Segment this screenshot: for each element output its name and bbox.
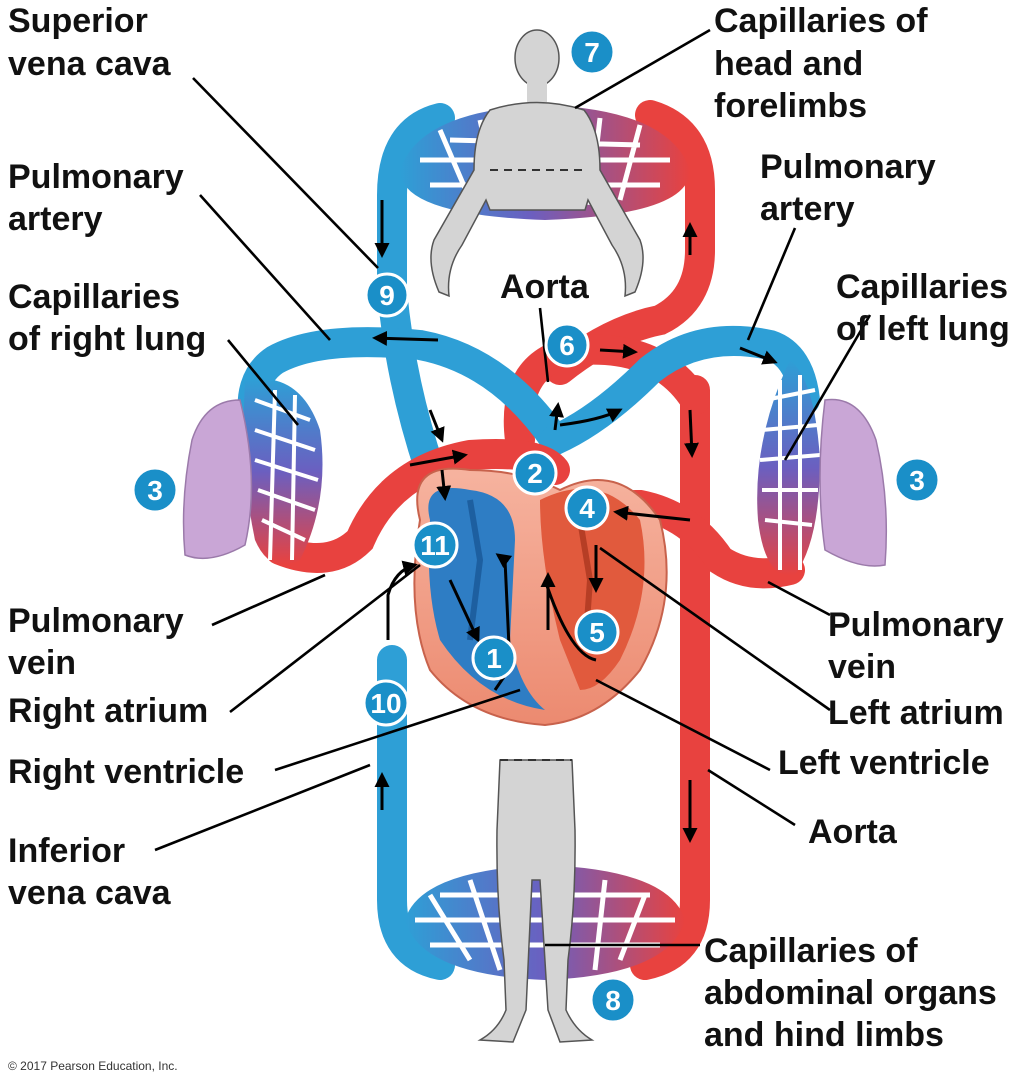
svg-text:1: 1 <box>486 643 502 674</box>
descending-aorta-vessel <box>630 375 710 980</box>
label-right-ventricle: Right ventricle <box>8 753 244 791</box>
label-capillaries-abdominal-line1: Capillaries of <box>704 932 918 970</box>
heart <box>413 467 668 727</box>
label-pulmonary-artery-left-line1: Pulmonary <box>8 158 184 196</box>
right-lung <box>182 399 253 560</box>
step-badge-11: 11 <box>411 521 459 569</box>
step-badge-6: 6 <box>544 322 590 368</box>
step-badge-8: 8 <box>589 976 637 1024</box>
svg-text:7: 7 <box>584 37 600 68</box>
svg-text:9: 9 <box>379 280 395 311</box>
svg-text:3: 3 <box>909 465 925 496</box>
svg-text:10: 10 <box>370 688 401 719</box>
inferior-vena-cava-vessel <box>377 645 455 980</box>
label-left-atrium: Left atrium <box>828 694 1004 732</box>
label-pulmonary-vein-left-line1: Pulmonary <box>8 602 184 640</box>
step-badge-10: 10 <box>362 679 410 727</box>
left-lung-capillary-bed <box>757 360 821 576</box>
svg-text:2: 2 <box>527 458 543 489</box>
label-aorta-top: Aorta <box>500 268 590 306</box>
label-aorta-bottom: Aorta <box>808 813 898 851</box>
step-badge-7: 7 <box>568 28 616 76</box>
label-pulmonary-vein-left-line2: vein <box>8 644 76 682</box>
copyright-notice: © 2017 Pearson Education, Inc. <box>8 1059 178 1073</box>
label-left-ventricle: Left ventricle <box>778 744 990 782</box>
svg-text:11: 11 <box>420 530 450 561</box>
label-capillaries-abdominal-line3: and hind limbs <box>704 1016 944 1054</box>
svg-text:3: 3 <box>147 475 163 506</box>
step-badge-3-left-lung: 3 <box>893 456 941 504</box>
step-badge-5: 5 <box>574 609 620 655</box>
superior-vena-cava-vessel <box>377 103 455 305</box>
label-pulmonary-vein-right-line2: vein <box>828 648 896 686</box>
step-badge-4: 4 <box>564 485 610 531</box>
label-right-atrium: Right atrium <box>8 692 208 730</box>
label-capillaries-head-line1: Capillaries of <box>714 2 928 40</box>
step-badge-3-right-lung: 3 <box>131 466 179 514</box>
label-pulmonary-artery-right-line2: artery <box>760 190 855 228</box>
label-pulmonary-artery-right-line1: Pulmonary <box>760 148 936 186</box>
step-badge-1: 1 <box>471 635 517 681</box>
superior-vena-cava-to-heart <box>377 275 445 485</box>
label-superior-vena-cava-line2: vena cava <box>8 45 172 83</box>
right-lung-capillary-bed <box>243 378 323 565</box>
label-capillaries-head-line3: forelimbs <box>714 87 867 125</box>
label-capillaries-right-lung-line2: of right lung <box>8 320 206 358</box>
label-superior-vena-cava-line1: Superior <box>8 2 148 40</box>
label-capillaries-head-line2: head and <box>714 45 863 83</box>
pulmonary-artery-left-vessel <box>540 325 820 455</box>
label-capillaries-left-lung-line1: Capillaries <box>836 268 1008 306</box>
label-pulmonary-vein-right-line1: Pulmonary <box>828 606 1004 644</box>
step-badge-9: 9 <box>364 272 410 318</box>
label-inferior-vena-cava-line1: Inferior <box>8 832 125 870</box>
label-capillaries-left-lung-line2: of left lung <box>836 310 1010 348</box>
svg-text:4: 4 <box>579 493 595 524</box>
label-pulmonary-artery-left-line2: artery <box>8 200 103 238</box>
label-capillaries-abdominal-line2: abdominal organs <box>704 974 997 1012</box>
svg-text:5: 5 <box>589 617 605 648</box>
lower-body-figure <box>477 759 595 1043</box>
step-badge-2: 2 <box>512 450 558 496</box>
leader-lines <box>154 28 872 947</box>
svg-text:8: 8 <box>605 985 621 1016</box>
left-lung <box>819 398 888 567</box>
svg-text:6: 6 <box>559 330 575 361</box>
label-capillaries-right-lung-line1: Capillaries <box>8 278 180 316</box>
upper-body-figure <box>430 29 644 298</box>
label-inferior-vena-cava-line2: vena cava <box>8 874 172 912</box>
